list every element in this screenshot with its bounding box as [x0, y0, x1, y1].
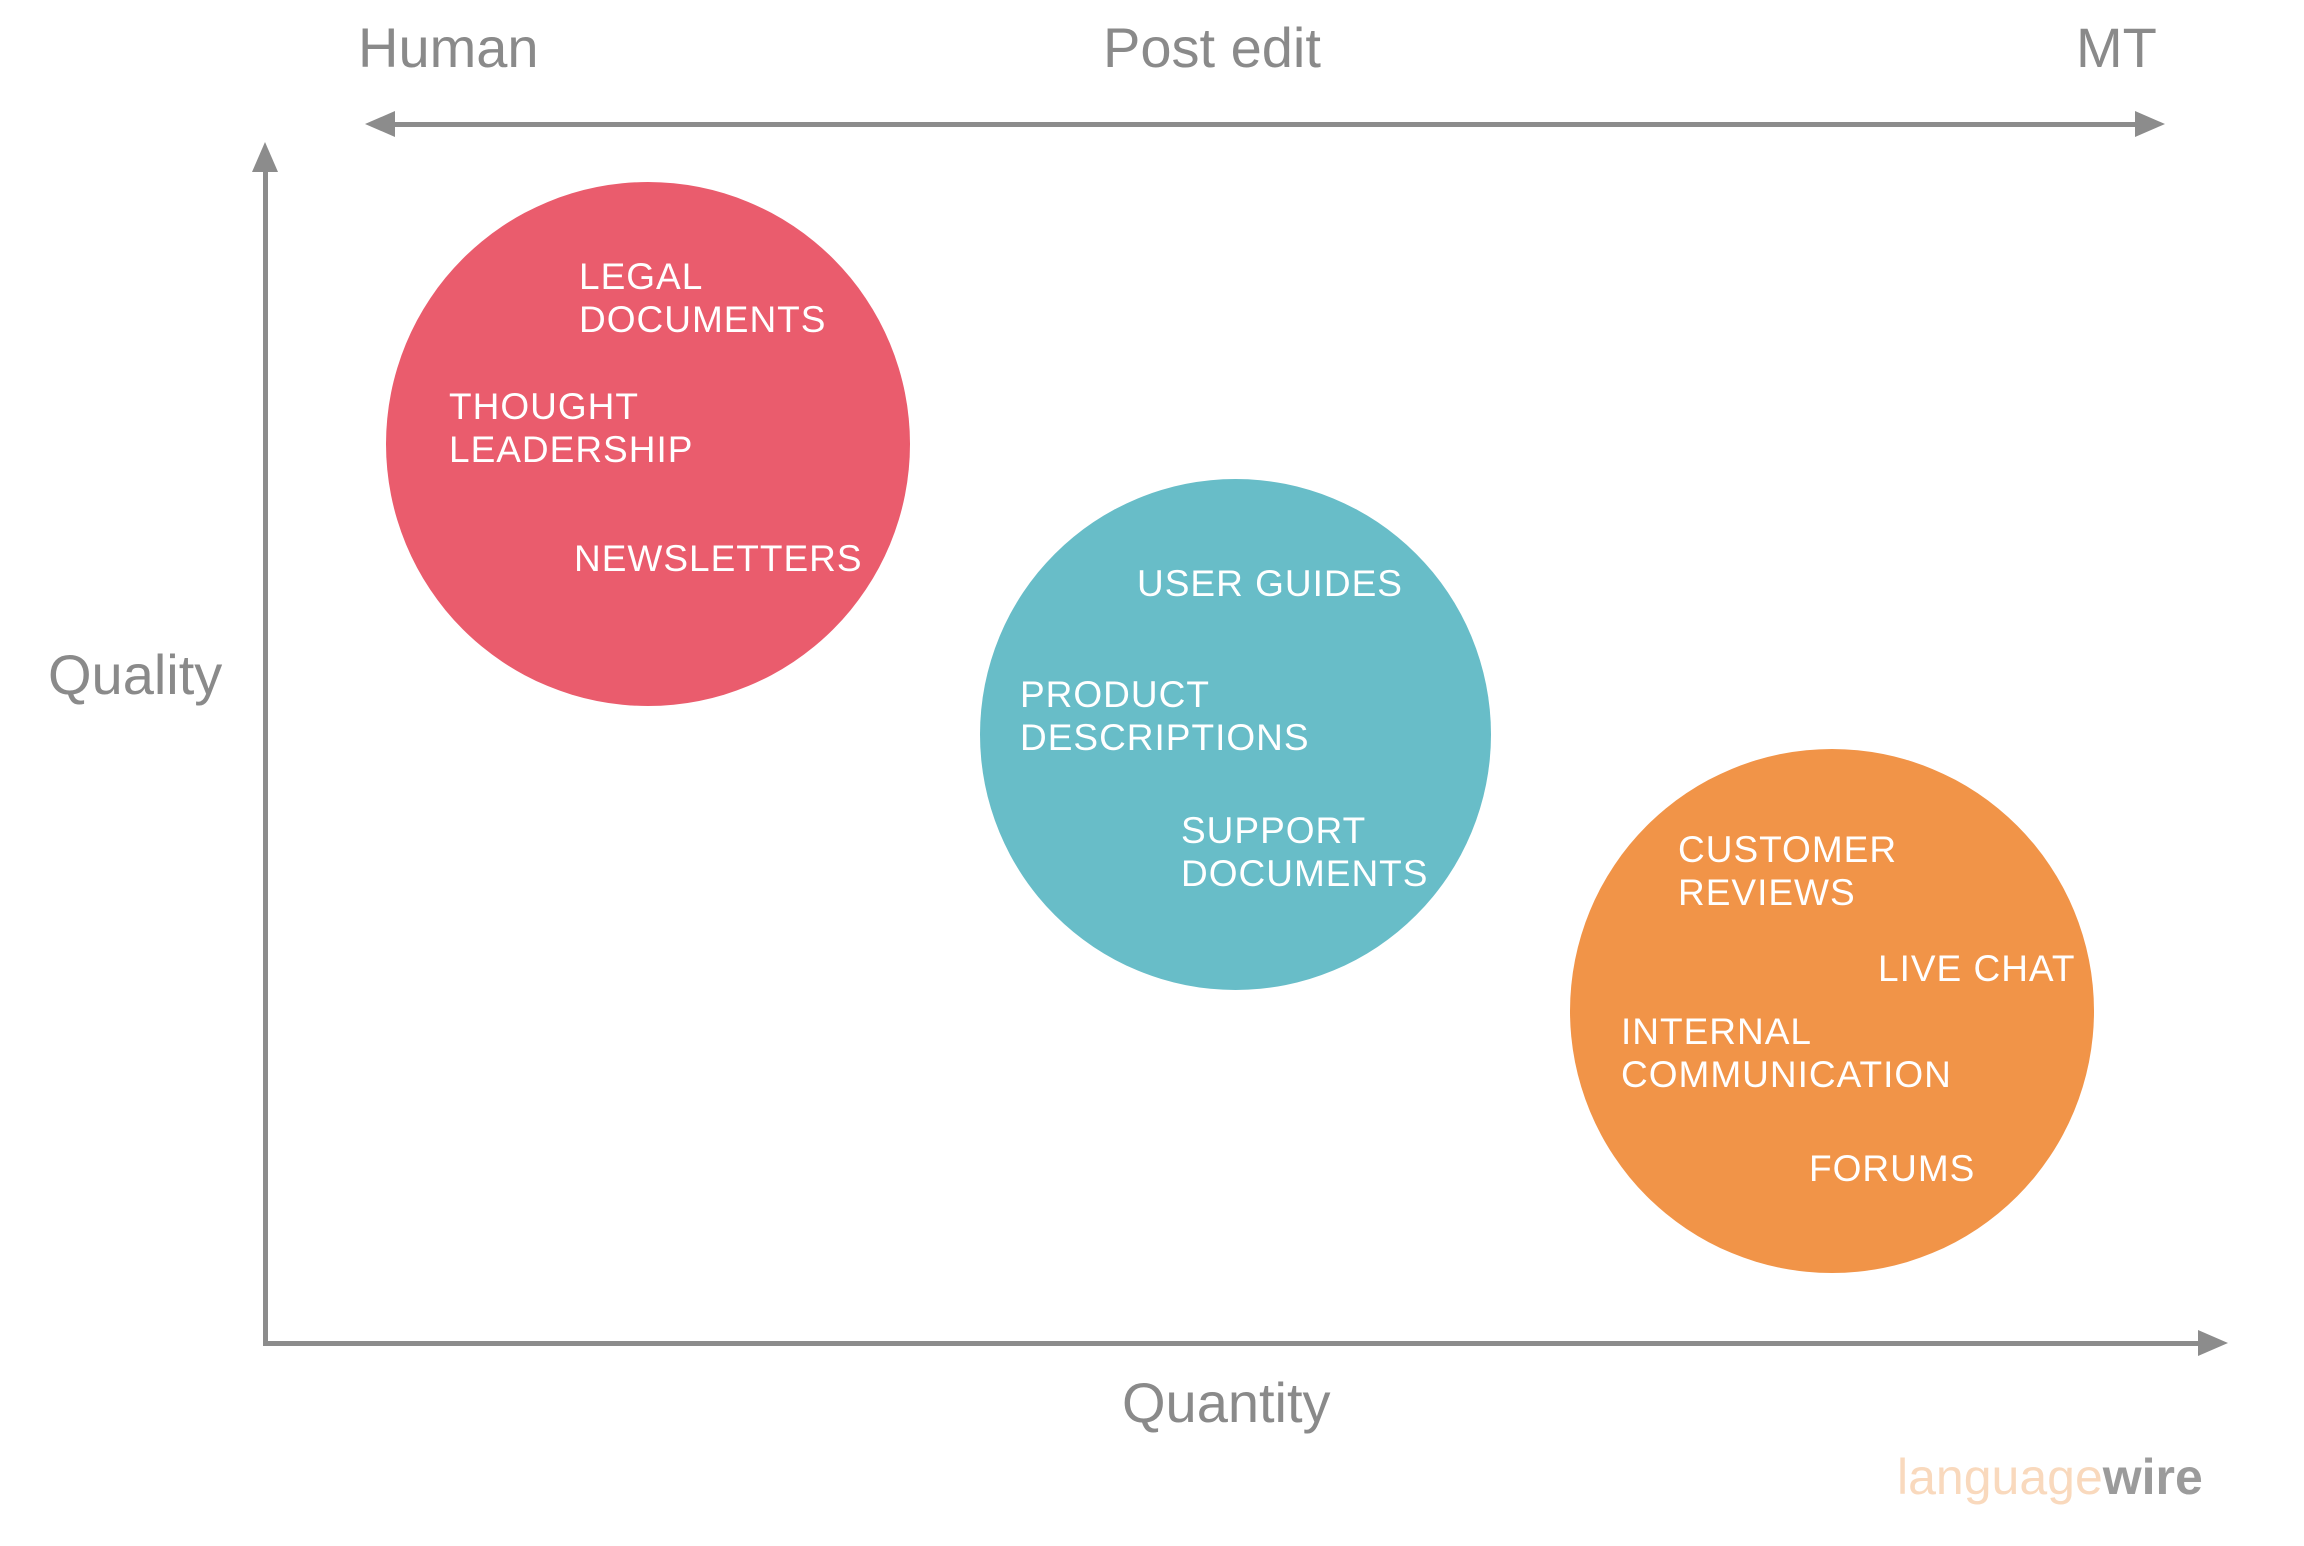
x-axis-line — [263, 1341, 2200, 1346]
bubble-label-internal-communication: INTERNAL COMMUNICATION — [1621, 1011, 1952, 1095]
scale-label-mt: MT — [2076, 16, 2157, 79]
arrow-right-icon — [2198, 1330, 2228, 1356]
bubble-label-live-chat: LIVE CHAT — [1878, 948, 2076, 989]
bubble-label-product-descriptions: PRODUCT DESCRIPTIONS — [1020, 674, 1310, 758]
scale-label-post-edit: Post edit — [1103, 16, 1321, 79]
logo-language: language — [1897, 1449, 2103, 1505]
bubble-label-customer-reviews: CUSTOMER REVIEWS — [1678, 829, 1898, 913]
languagewire-logo: languagewire — [1897, 1449, 2203, 1505]
arrow-right-icon — [2135, 111, 2165, 137]
bubble-label-newsletters: NEWSLETTERS — [574, 538, 863, 579]
method-scale-line — [390, 122, 2140, 127]
bubble-label-legal-documents: LEGAL DOCUMENTS — [579, 256, 827, 340]
y-axis-line — [263, 168, 268, 1346]
y-axis-label: Quality — [48, 643, 223, 706]
bubble-post-edit-content: USER GUIDES PRODUCT DESCRIPTIONS SUPPORT… — [980, 479, 1491, 990]
bubble-label-thought-leadership: THOUGHT LEADERSHIP — [449, 386, 694, 470]
logo-wire: wire — [2102, 1449, 2203, 1505]
bubble-label-support-documents: SUPPORT DOCUMENTS — [1181, 810, 1429, 894]
arrow-up-icon — [252, 142, 278, 172]
x-axis-label: Quantity — [1122, 1371, 1331, 1434]
bubble-human-content: LEGAL DOCUMENTS THOUGHT LEADERSHIP NEWSL… — [386, 182, 910, 706]
bubble-mt-content: CUSTOMER REVIEWS LIVE CHAT INTERNAL COMM… — [1570, 749, 2094, 1273]
bubble-label-forums: FORUMS — [1809, 1148, 1976, 1189]
bubble-label-user-guides: USER GUIDES — [1137, 563, 1403, 604]
scale-label-human: Human — [358, 16, 539, 79]
